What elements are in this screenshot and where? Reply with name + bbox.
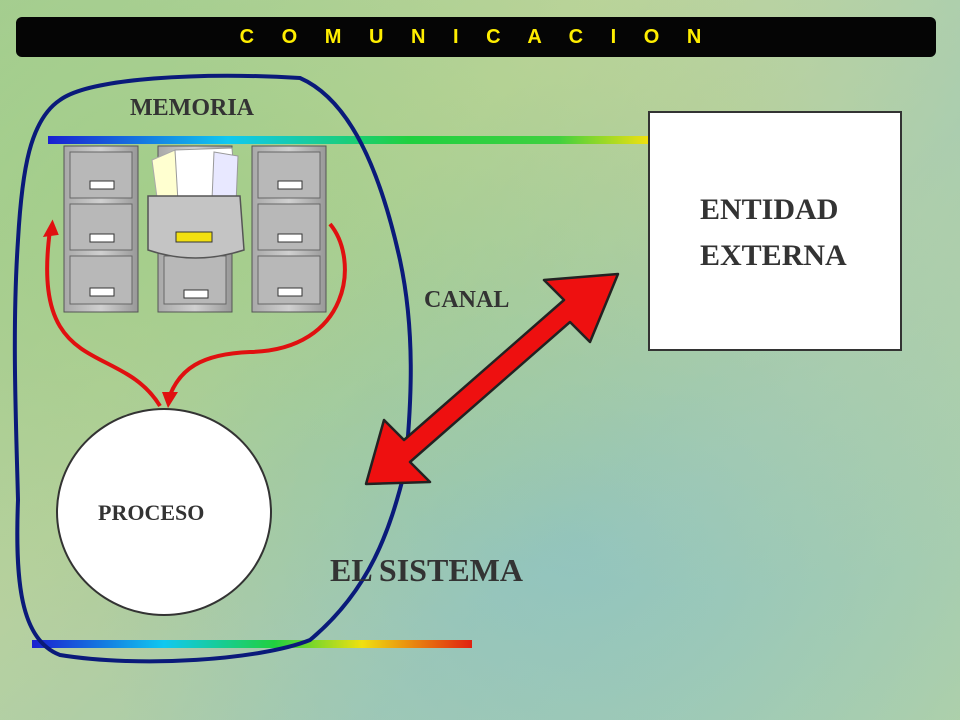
entity-label-line1: ENTIDAD	[700, 193, 839, 226]
process-circle	[56, 408, 272, 616]
rainbow-line-bottom	[32, 640, 472, 648]
filing-cabinet-icon	[63, 145, 139, 313]
system-boundary	[12, 73, 413, 664]
filing-cabinet-open-icon	[147, 145, 245, 313]
flow-arrow-process-to-memory	[45, 229, 162, 408]
flow-arrow-memory-to-process	[168, 222, 347, 396]
memoria-label: MEMORIA	[130, 95, 254, 121]
title-bar: C O M U N I C A C I O N	[16, 17, 936, 57]
rainbow-line-top	[48, 136, 648, 144]
filing-cabinet-icon	[251, 145, 327, 313]
channel-arrow	[364, 272, 620, 486]
entity-label-line2: EXTERNA	[700, 239, 847, 272]
sistema-label: EL SISTEMA	[330, 552, 523, 588]
page-title: C O M U N I C A C I O N	[239, 25, 713, 48]
external-entity-box: ENTIDAD EXTERNA	[648, 111, 902, 351]
canal-label: CANAL	[424, 287, 510, 313]
proceso-label: PROCESO	[98, 500, 205, 525]
